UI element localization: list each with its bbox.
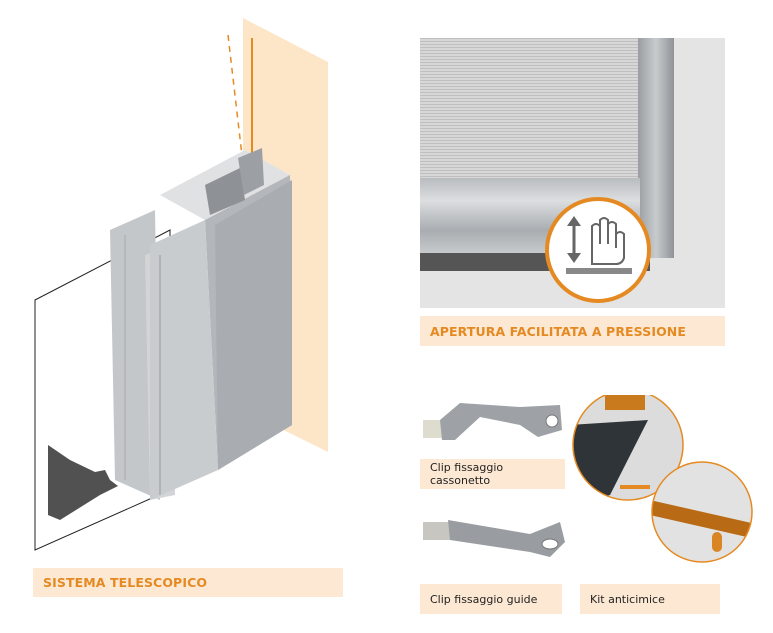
mesh-pattern	[48, 445, 118, 520]
clip-box-caption: Clip fissaggio cassonetto	[430, 461, 504, 487]
clip-guides-image	[423, 520, 565, 557]
telescopic-system-title: SISTEMA TELESCOPICO	[43, 575, 208, 590]
anti-bug-kit-caption: Kit anticimice	[590, 592, 665, 606]
telescopic-system-label: SISTEMA TELESCOPICO	[33, 568, 343, 597]
anti-bug-kit-detail	[651, 461, 753, 563]
clip-guides-caption: Clip fissaggio guide	[430, 592, 538, 606]
telescopic-profile-illustration	[34, 18, 328, 551]
hand-press-up-down-icon	[545, 197, 651, 303]
clip-box-label: Clip fissaggio cassonetto	[420, 459, 565, 489]
pressure-opening-label: APERTURA FACILITATA A PRESSIONE	[420, 316, 725, 346]
clip-guides-label: Clip fissaggio guide	[420, 584, 562, 614]
pressure-opening-title: APERTURA FACILITATA A PRESSIONE	[430, 323, 686, 339]
anti-bug-kit-label: Kit anticimice	[580, 584, 720, 614]
mesh-screen	[420, 38, 638, 183]
clip-box-image	[423, 403, 562, 440]
